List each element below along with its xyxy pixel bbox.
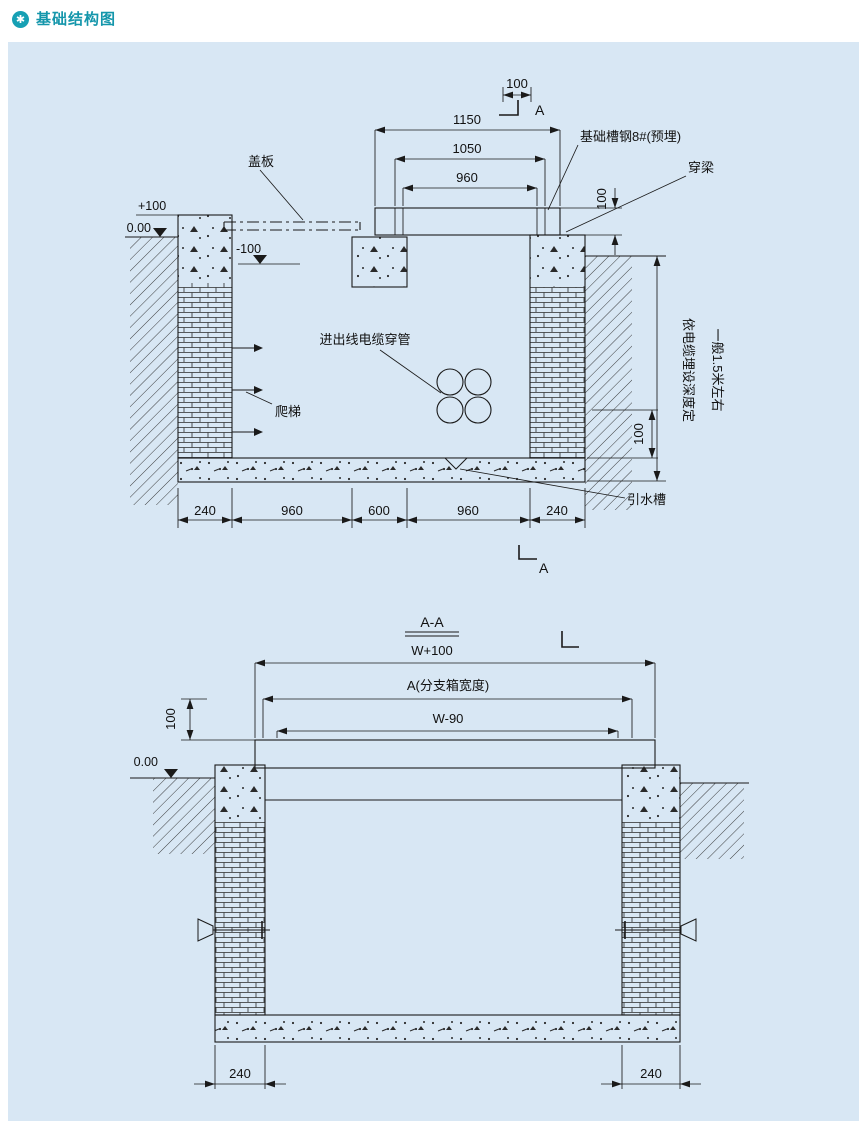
dim-wminus-label: W-90	[433, 711, 464, 726]
cable-pipe-left	[197, 918, 270, 942]
dim-branch-box-width: A(分支箱宽度)	[262, 678, 633, 738]
dim-w-minus-90: W-90	[276, 711, 619, 738]
top-section-view: +100 0.00 -100 100 A 1150 1050	[125, 76, 725, 576]
top-slab	[254, 739, 656, 769]
elevation-zero-2: 0.00	[130, 755, 749, 784]
dim-a-label: A(分支箱宽度)	[407, 678, 489, 693]
section-offset-dim: 100	[506, 76, 528, 91]
middle-beam-block	[352, 237, 407, 287]
section-bullet-icon: ✱	[12, 11, 29, 28]
dim-240-left: 240	[194, 1045, 286, 1089]
through-beam-label: 穿梁	[688, 160, 714, 175]
dim-1150: 1150	[374, 112, 561, 206]
dim-slab-thickness: 100	[163, 698, 255, 741]
left-wall-brick	[178, 283, 232, 458]
right-wall-brick	[530, 287, 585, 458]
drain-channel-label: 引水槽	[627, 492, 666, 507]
dim-1050-label: 1050	[453, 141, 482, 156]
section-letter-top: A	[535, 102, 545, 118]
section-corner-mark	[561, 631, 579, 648]
dim-960-top: 960	[402, 170, 538, 206]
dim-240-right-label: 240	[640, 1066, 662, 1081]
section-a-a-view: A-A W+100 A(分支箱宽度) W-90 100	[130, 614, 749, 1089]
drain-notch	[443, 457, 469, 470]
elev-plus100-label: +100	[138, 199, 166, 213]
dim-240-1: 240	[194, 503, 216, 518]
left-wall-brick-2	[215, 822, 265, 1015]
elevation-zero: 0.00	[127, 221, 167, 237]
callout-drain-channel: 引水槽	[459, 468, 666, 507]
dim-100-label: 100	[163, 708, 178, 730]
bottom-slab	[178, 458, 585, 482]
dim-600: 600	[368, 503, 390, 518]
callout-channel-steel: 基础槽钢8#(预埋)	[547, 129, 681, 211]
dim-w-plus-100: W+100	[254, 643, 656, 738]
section-mark-bottom: A	[518, 545, 549, 576]
callout-cover-plate: 盖板	[248, 154, 304, 221]
section-mark-top: 100 A	[499, 76, 545, 118]
page-header: ✱ 基础结构图	[0, 0, 867, 37]
ladder	[232, 344, 263, 436]
page-title: 基础结构图	[36, 11, 117, 28]
cable-conduits	[436, 368, 492, 424]
channel-steel-label: 基础槽钢8#(预埋)	[580, 129, 681, 144]
section-title: A-A	[420, 614, 444, 630]
bottom-slab-2-outline	[214, 1014, 681, 1043]
dim-240-left-label: 240	[229, 1066, 251, 1081]
callout-ladder: 爬梯	[245, 391, 301, 419]
elevation-minus100: -100	[236, 242, 300, 265]
dim-slab-100: 100	[587, 409, 658, 459]
left-wall-concrete-cap	[178, 215, 232, 283]
elevation-plus100: +100	[136, 199, 178, 216]
depth-note-2: 一般1.5米左右	[710, 328, 725, 411]
earth-hatch-left-2	[153, 778, 215, 854]
dim-wplus-label: W+100	[411, 643, 453, 658]
depth-note-1: 依电缆埋设深度定	[681, 318, 696, 422]
cable-pipe-right	[615, 918, 697, 942]
bottom-slab-outline	[177, 457, 586, 483]
ladder-label: 爬梯	[275, 404, 301, 419]
right-wall-concrete-cap	[530, 235, 585, 287]
elev-zero-label: 0.00	[127, 221, 151, 235]
dim-960-2: 960	[457, 503, 479, 518]
dim-cable-depth: 依电缆埋设深度定 一般1.5米左右	[587, 256, 725, 482]
section-letter-bottom: A	[539, 560, 549, 576]
foundation-structure-diagram: +100 0.00 -100 100 A 1150 1050	[125, 76, 749, 1089]
dim-1150-label: 1150	[453, 112, 481, 127]
dim-240-right: 240	[601, 1045, 701, 1089]
elev-zero-2-label: 0.00	[134, 755, 158, 769]
callout-cable-conduit: 进出线电缆穿管	[319, 332, 442, 394]
dim-960-label: 960	[456, 170, 478, 185]
bottom-slab-2	[215, 1015, 680, 1042]
dim-960-1: 960	[281, 503, 303, 518]
drawing-panel: +100 0.00 -100 100 A 1150 1050	[8, 42, 859, 1121]
dim-beam-height: 100	[560, 188, 622, 255]
callout-through-beam: 穿梁	[565, 160, 714, 233]
slab-dim-label: 100	[631, 423, 646, 445]
earth-hatch-right-2	[680, 783, 744, 859]
branch-box-base	[374, 207, 561, 236]
dim-240-2: 240	[546, 503, 568, 518]
beam-height-label: 100	[594, 188, 609, 210]
cable-conduit-label: 进出线电缆穿管	[319, 332, 410, 347]
right-wall-concrete-2	[622, 765, 680, 822]
elev-minus100-label: -100	[236, 242, 261, 256]
dim-1050: 1050	[394, 141, 546, 206]
earth-hatch-left	[130, 237, 178, 505]
dim-chain-bottom: 240 960 600 960 240	[177, 488, 586, 528]
left-wall-concrete-2	[215, 765, 265, 822]
right-wall-brick-2	[622, 822, 680, 1015]
earth-hatch-right	[585, 256, 632, 510]
cover-plate-label: 盖板	[248, 154, 274, 169]
middle-beam-outline	[351, 236, 408, 288]
